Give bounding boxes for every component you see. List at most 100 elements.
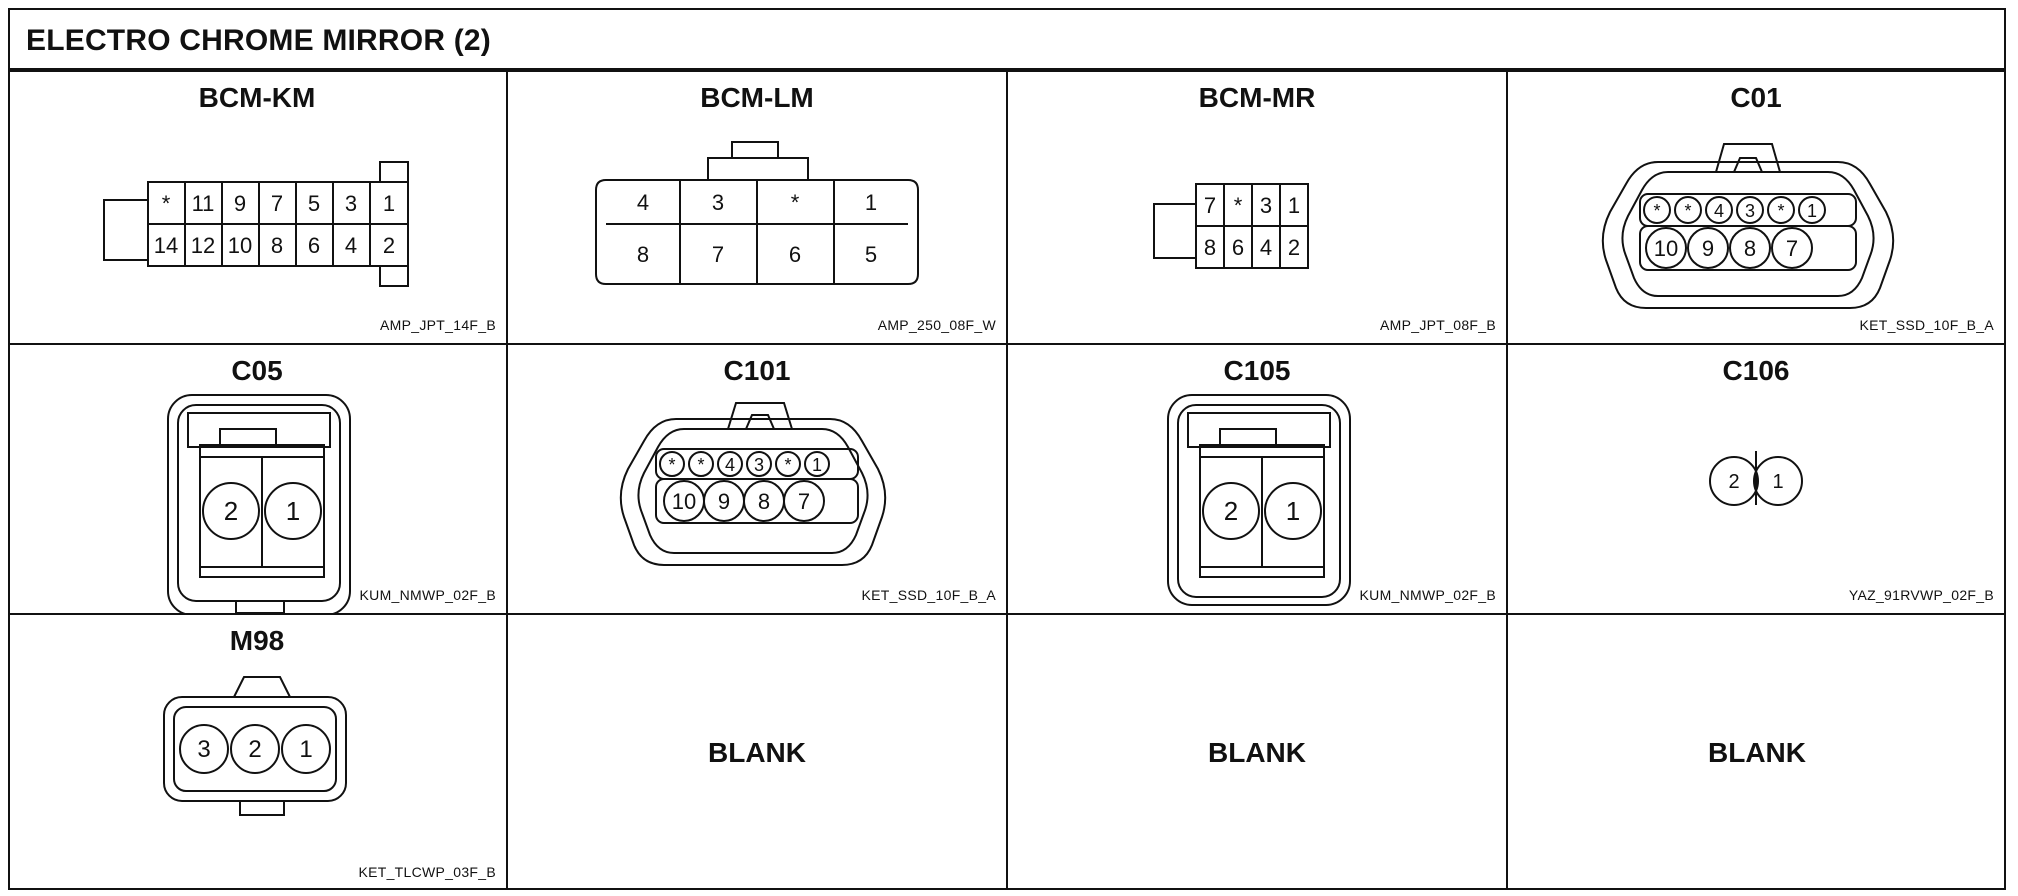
pin-label: 7 [1204, 193, 1216, 218]
pin-label: 6 [308, 233, 320, 258]
connector-diagram: * * 4 3 * 1 10 9 8 7 [1601, 143, 1895, 309]
connector-code: KET_SSD_10F_B_A [1859, 317, 1994, 333]
pin-label: 7 [798, 489, 810, 514]
pin-label: 4 [345, 233, 357, 258]
blank-cell: BLANK [1008, 615, 1508, 890]
pin-label: 1 [383, 191, 395, 216]
pin-label: 1 [1288, 193, 1300, 218]
pin-label: 7 [712, 242, 724, 267]
connector-cell-c105: C105 2 1 KUM_NMWP_02F_B [1008, 345, 1508, 615]
connector-diagram: * * 4 3 * 1 10 9 8 7 [619, 402, 887, 566]
pin-label: * [1234, 193, 1243, 218]
connector-code: KET_TLCWP_03F_B [358, 864, 496, 880]
pin-label: * [1777, 201, 1784, 221]
pin-label: * [697, 455, 704, 475]
connector-code: AMP_250_08F_W [877, 317, 996, 333]
pin-label: 10 [228, 233, 252, 258]
pin-label: 8 [1204, 235, 1216, 260]
connector-code: KET_SSD_10F_B_A [861, 587, 996, 603]
blank-label: BLANK [1708, 736, 1806, 768]
pin-label: 3 [1260, 193, 1272, 218]
connector-name: BCM-LM [700, 82, 814, 113]
pin-label: 12 [191, 233, 215, 258]
blank-cell: BLANK [1508, 615, 2006, 890]
pin-label: 8 [637, 242, 649, 267]
pin-label: 3 [345, 191, 357, 216]
pin-label: 2 [1224, 496, 1238, 526]
connector-diagram: 2 1 [1167, 394, 1351, 606]
pin-label: * [162, 191, 171, 216]
pin-label: 8 [271, 233, 283, 258]
connector-cell-m98: M98 3 2 1 KET_TLCWP_03F_B [8, 615, 508, 890]
connector-cell-c01: C01 * * 4 3 * 1 10 [1508, 72, 2006, 345]
pin-label: 14 [154, 233, 178, 258]
connector-cell-bcm-km: BCM-KM * 11 9 7 5 3 1 14 12 10 8 [8, 72, 508, 345]
connector-name: C101 [723, 355, 791, 386]
connector-name: C05 [231, 355, 283, 386]
pin-label: 7 [1786, 236, 1798, 261]
connector-cell-bcm-lm: BCM-LM 4 3 * 1 8 7 6 5 AMP_250_08F_W [508, 72, 1008, 345]
connector-cell-c101: C101 * * 4 3 * 1 1 [508, 345, 1008, 615]
pin-label: * [784, 455, 791, 475]
pin-label: 9 [234, 191, 246, 216]
title-bar: ELECTRO CHROME MIRROR (2) [8, 8, 2006, 72]
connector-cell-c05: C05 2 1 KUM_NMWP_02F_B [8, 345, 508, 615]
connector-diagram: 7 * 3 1 8 6 4 2 [1153, 183, 1309, 269]
pin-label: 2 [1288, 235, 1300, 260]
pin-label: 1 [865, 190, 877, 215]
pin-label: 2 [224, 496, 238, 526]
pin-label: 3 [712, 190, 724, 215]
connector-code: AMP_JPT_14F_B [380, 317, 496, 333]
pin-label: 4 [725, 455, 735, 475]
blank-cell: BLANK [508, 615, 1008, 890]
connector-code: KUM_NMWP_02F_B [1359, 587, 1496, 603]
pin-label: 4 [1714, 201, 1724, 221]
connector-cell-c106: C106 2 1 YAZ_91RVWP_02F_B [1508, 345, 2006, 615]
blank-label: BLANK [708, 736, 806, 768]
pin-label: 1 [286, 496, 300, 526]
pin-label: 4 [1260, 235, 1272, 260]
connector-code: KUM_NMWP_02F_B [359, 587, 496, 603]
connector-code: YAZ_91RVWP_02F_B [1848, 587, 1994, 603]
pin-label: 5 [308, 191, 320, 216]
connector-name: C105 [1223, 355, 1291, 386]
pin-label: 2 [1728, 471, 1739, 493]
connector-diagram: 4 3 * 1 8 7 6 5 [595, 141, 919, 285]
pin-label: 2 [248, 736, 261, 763]
pin-label: * [668, 455, 675, 475]
pin-label: 10 [1654, 236, 1678, 261]
pin-label: * [791, 190, 800, 215]
pin-label: 3 [197, 736, 210, 763]
connector-diagram: * 11 9 7 5 3 1 14 12 10 8 6 4 2 [103, 161, 409, 287]
pin-label: 4 [637, 190, 649, 215]
pin-label: 10 [672, 489, 696, 514]
connector-name: M98 [229, 625, 285, 656]
pin-label: 5 [865, 242, 877, 267]
connector-diagram: 2 1 [1709, 451, 1803, 506]
pin-label: 7 [271, 191, 283, 216]
connector-diagram: 3 2 1 [163, 676, 347, 816]
connector-name: BCM-MR [1198, 82, 1316, 113]
pin-label: * [1653, 201, 1660, 221]
pin-label: 1 [1807, 201, 1817, 221]
pin-label: 2 [383, 233, 395, 258]
blank-label: BLANK [1208, 736, 1306, 768]
pin-label: 9 [718, 489, 730, 514]
pin-label: 1 [1772, 471, 1783, 493]
pin-label: 1 [812, 455, 822, 475]
connector-name: C01 [1730, 82, 1782, 113]
pin-label: * [1684, 201, 1691, 221]
pin-label: 9 [1702, 236, 1714, 261]
pin-label: 3 [1745, 201, 1755, 221]
pin-label: 3 [754, 455, 764, 475]
pin-label: 1 [299, 736, 312, 763]
connector-code: AMP_JPT_08F_B [1380, 317, 1496, 333]
pin-label: 6 [789, 242, 801, 267]
pin-label: 6 [1232, 235, 1244, 260]
connector-name: C106 [1722, 355, 1790, 386]
pin-label: 8 [1744, 236, 1756, 261]
connector-name: BCM-KM [198, 82, 316, 113]
page-title: ELECTRO CHROME MIRROR (2) [26, 24, 491, 57]
connector-cell-bcm-mr: BCM-MR 7 * 3 1 8 6 4 2 AMP_JPT_08F_B [1008, 72, 1508, 345]
connector-diagram: 2 1 [167, 394, 351, 615]
